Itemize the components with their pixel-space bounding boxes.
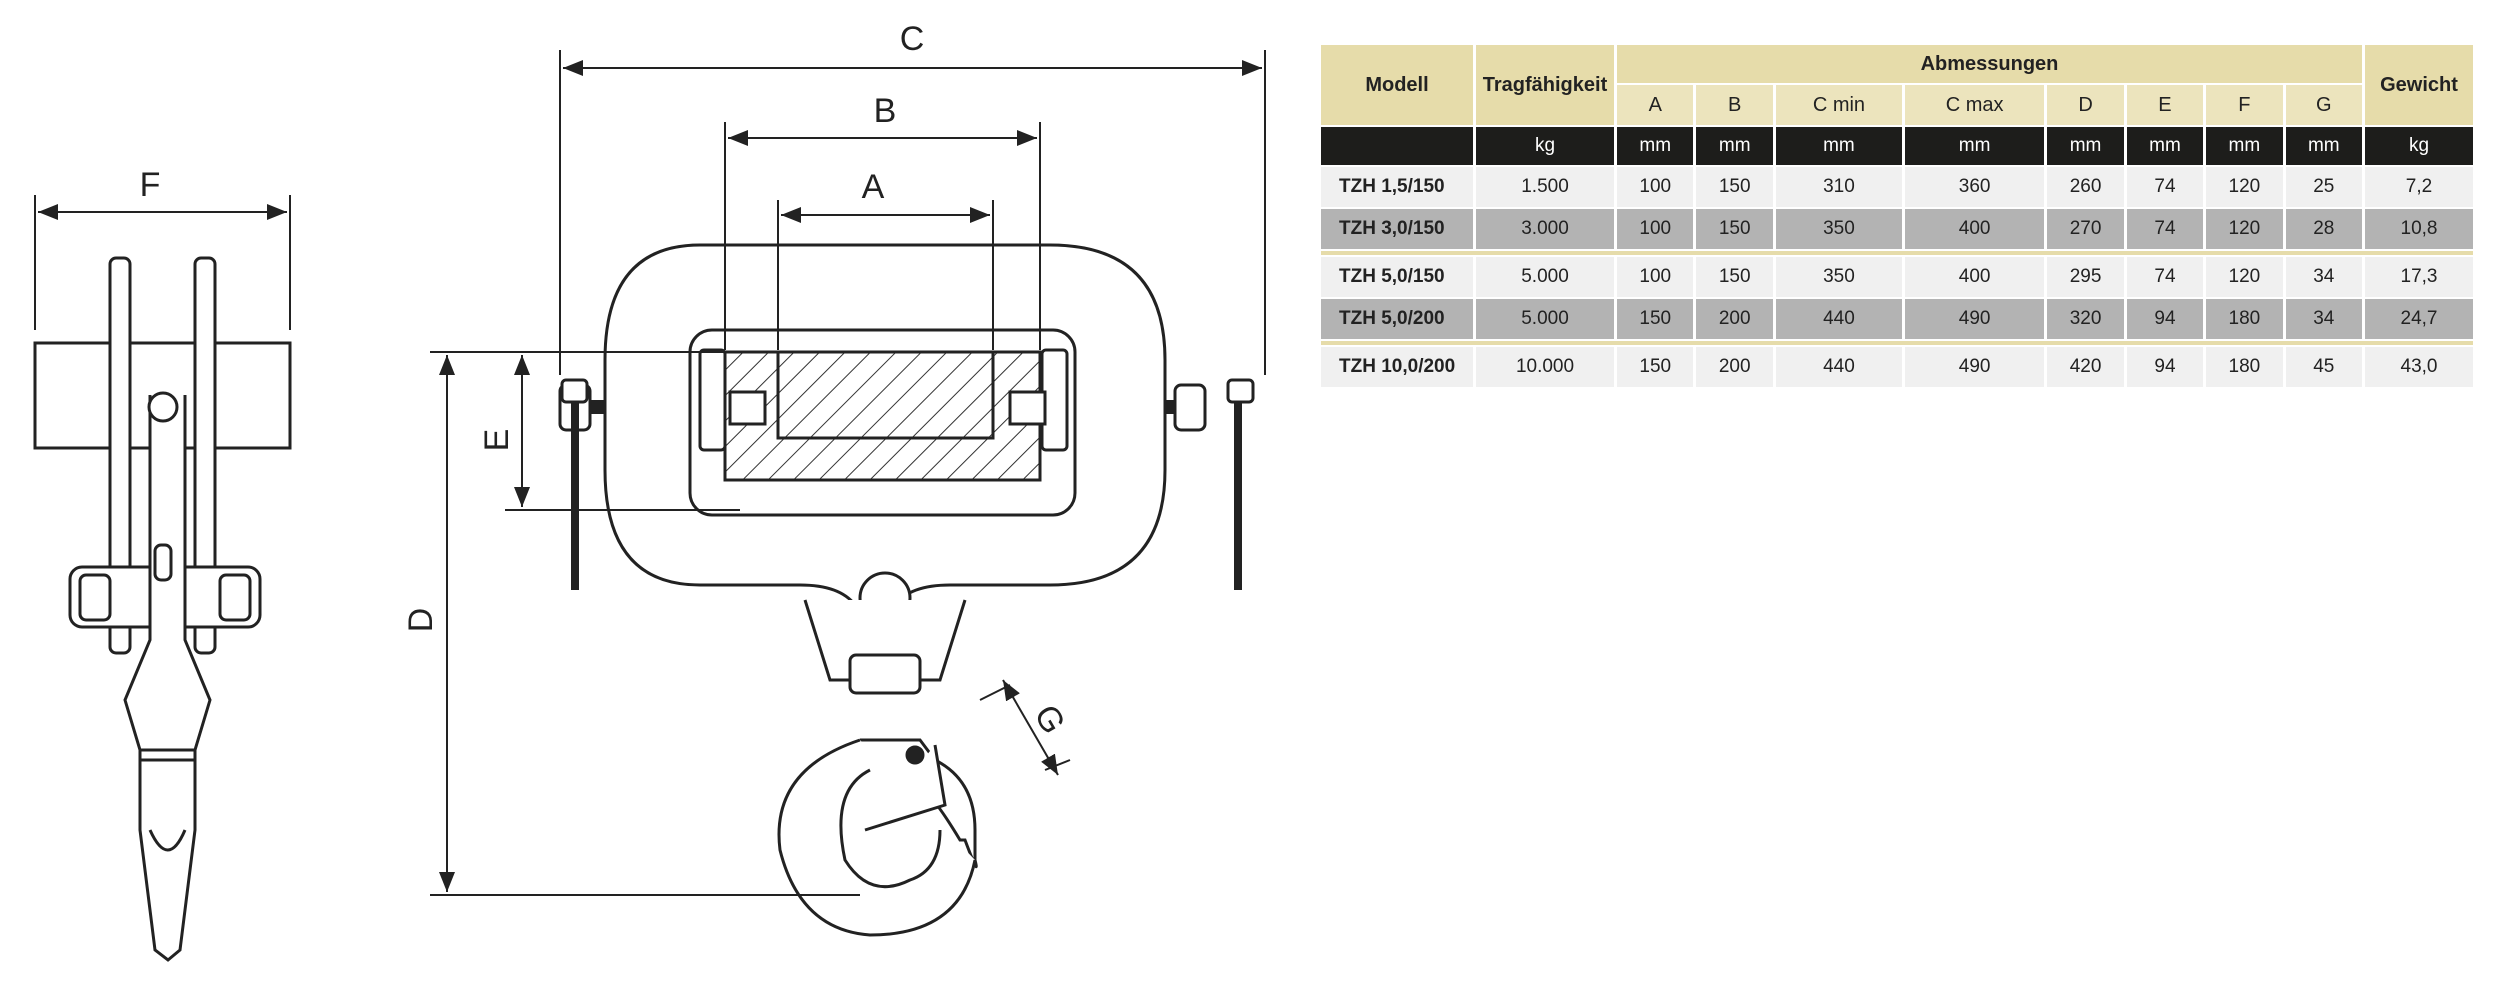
dimension-cell: 490 xyxy=(1904,299,2045,339)
dimension-cell: 150 xyxy=(1617,347,1694,387)
dimension-cell: 74 xyxy=(2126,257,2204,297)
dimension-cell: 200 xyxy=(1696,299,1773,339)
dimension-cell: 440 xyxy=(1775,299,1902,339)
dimension-cell: 94 xyxy=(2126,347,2204,387)
capacity-cell: 3.000 xyxy=(1476,209,1614,249)
dim-label-f: F xyxy=(140,166,161,204)
header-dim-e: E xyxy=(2126,85,2204,125)
dimension-cell: 94 xyxy=(2126,299,2204,339)
dimension-cell: 180 xyxy=(2206,347,2283,387)
capacity-cell: 5.000 xyxy=(1476,299,1614,339)
dimension-cell: 74 xyxy=(2126,167,2204,207)
unit-cell: mm xyxy=(2047,127,2124,165)
dimension-cell: 45 xyxy=(2285,347,2362,387)
unit-cell: mm xyxy=(1696,127,1773,165)
dimension-cell: 260 xyxy=(2047,167,2124,207)
dimension-cell: 400 xyxy=(1904,209,2045,249)
dimension-cell: 150 xyxy=(1696,209,1773,249)
dimension-cell: 420 xyxy=(2047,347,2124,387)
technical-drawing: F xyxy=(33,20,1266,962)
dimension-cell: 295 xyxy=(2047,257,2124,297)
dim-label-d: D xyxy=(402,608,440,633)
unit-cell: mm xyxy=(2206,127,2283,165)
dimension-cell: 350 xyxy=(1775,209,1902,249)
dimension-cell: 180 xyxy=(2206,299,2283,339)
dimension-cell: 74 xyxy=(2126,209,2204,249)
capacity-cell: 1.500 xyxy=(1476,167,1614,207)
dimension-cell: 310 xyxy=(1775,167,1902,207)
dimension-cell: 150 xyxy=(1696,257,1773,297)
header-dim-d: D xyxy=(2047,85,2124,125)
header-dim-cmax: C max xyxy=(1904,85,2045,125)
header-dim-f: F xyxy=(2206,85,2283,125)
model-cell: TZH 5,0/200 xyxy=(1321,299,1473,339)
dimension-cell: 100 xyxy=(1617,209,1694,249)
dimension-cell: 320 xyxy=(2047,299,2124,339)
model-cell: TZH 1,5/150 xyxy=(1321,167,1473,207)
row-separator-line xyxy=(1321,341,2473,345)
unit-cell: mm xyxy=(1904,127,2045,165)
row-separator-line xyxy=(1321,251,2473,255)
header-dim-g: G xyxy=(2285,85,2362,125)
side-view xyxy=(33,195,292,962)
dimension-cell: 490 xyxy=(1904,347,2045,387)
dimension-cell: 440 xyxy=(1775,347,1902,387)
dim-label-e: E xyxy=(478,429,516,452)
dimension-cell: 28 xyxy=(2285,209,2362,249)
header-weight: Gewicht xyxy=(2365,45,2473,125)
header-dim-b: B xyxy=(1696,85,1773,125)
header-dim-a: A xyxy=(1617,85,1694,125)
capacity-cell: 10.000 xyxy=(1476,347,1614,387)
weight-cell: 43,0 xyxy=(2365,347,2473,387)
dimension-cell: 400 xyxy=(1904,257,2045,297)
capacity-cell: 5.000 xyxy=(1476,257,1614,297)
unit-cell: kg xyxy=(1476,127,1614,165)
dimension-cell: 34 xyxy=(2285,299,2362,339)
dimension-cell: 100 xyxy=(1617,167,1694,207)
dimension-cell: 200 xyxy=(1696,347,1773,387)
dim-label-a: A xyxy=(862,168,885,206)
dimension-cell: 34 xyxy=(2285,257,2362,297)
dimension-cell: 360 xyxy=(1904,167,2045,207)
dim-label-b: B xyxy=(874,92,897,130)
model-cell: TZH 5,0/150 xyxy=(1321,257,1473,297)
dimension-cell: 120 xyxy=(2206,167,2283,207)
unit-row: kg mm mm mm mm mm mm mm mm kg xyxy=(1321,127,2473,165)
weight-cell: 17,3 xyxy=(2365,257,2473,297)
weight-cell: 24,7 xyxy=(2365,299,2473,339)
front-view xyxy=(430,50,1266,937)
row-separator xyxy=(1321,341,2473,345)
row-separator xyxy=(1321,251,2473,255)
model-cell: TZH 3,0/150 xyxy=(1321,209,1473,249)
weight-cell: 10,8 xyxy=(2365,209,2473,249)
unit-cell-model xyxy=(1321,127,1473,165)
header-model: Modell xyxy=(1321,45,1473,125)
dimension-cell: 270 xyxy=(2047,209,2124,249)
spec-table: Modell Tragfähigkeit Abmessungen Gewicht… xyxy=(1318,43,2476,389)
model-cell: TZH 10,0/200 xyxy=(1321,347,1473,387)
dimension-cell: 150 xyxy=(1617,299,1694,339)
unit-cell: mm xyxy=(2285,127,2362,165)
dim-label-c: C xyxy=(900,20,925,58)
dimension-cell: 150 xyxy=(1696,167,1773,207)
dimension-cell: 120 xyxy=(2206,257,2283,297)
header-capacity: Tragfähigkeit xyxy=(1476,45,1614,125)
header-dimensions: Abmessungen xyxy=(1617,45,2362,83)
dimension-cell: 350 xyxy=(1775,257,1902,297)
header-dim-cmin: C min xyxy=(1775,85,1902,125)
unit-cell: mm xyxy=(1775,127,1902,165)
unit-cell: mm xyxy=(1617,127,1694,165)
dimension-cell: 100 xyxy=(1617,257,1694,297)
dimension-cell: 120 xyxy=(2206,209,2283,249)
unit-cell: mm xyxy=(2126,127,2204,165)
weight-cell: 7,2 xyxy=(2365,167,2473,207)
dimension-cell: 25 xyxy=(2285,167,2362,207)
unit-cell: kg xyxy=(2365,127,2473,165)
